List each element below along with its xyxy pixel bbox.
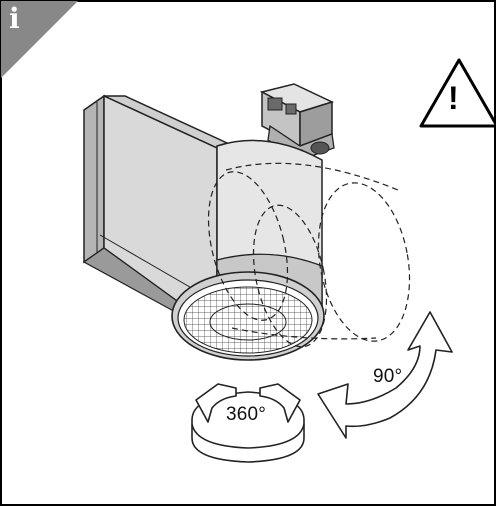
rotate-horizontal-arrow-icon [191, 383, 305, 463]
rotation-360-label: 360° [226, 404, 267, 425]
tilt-90-label: 90° [373, 366, 403, 387]
track-adapter [259, 83, 335, 173]
tilted-position-outline [207, 162, 411, 348]
info-icon-letter: i [9, 2, 20, 35]
info-badge [1, 1, 78, 78]
spotlight-body [171, 139, 325, 361]
warning-exclamation: ! [448, 80, 459, 116]
warning-triangle-icon [419, 58, 496, 128]
tilt-vertical-arrow-icon [317, 311, 453, 439]
